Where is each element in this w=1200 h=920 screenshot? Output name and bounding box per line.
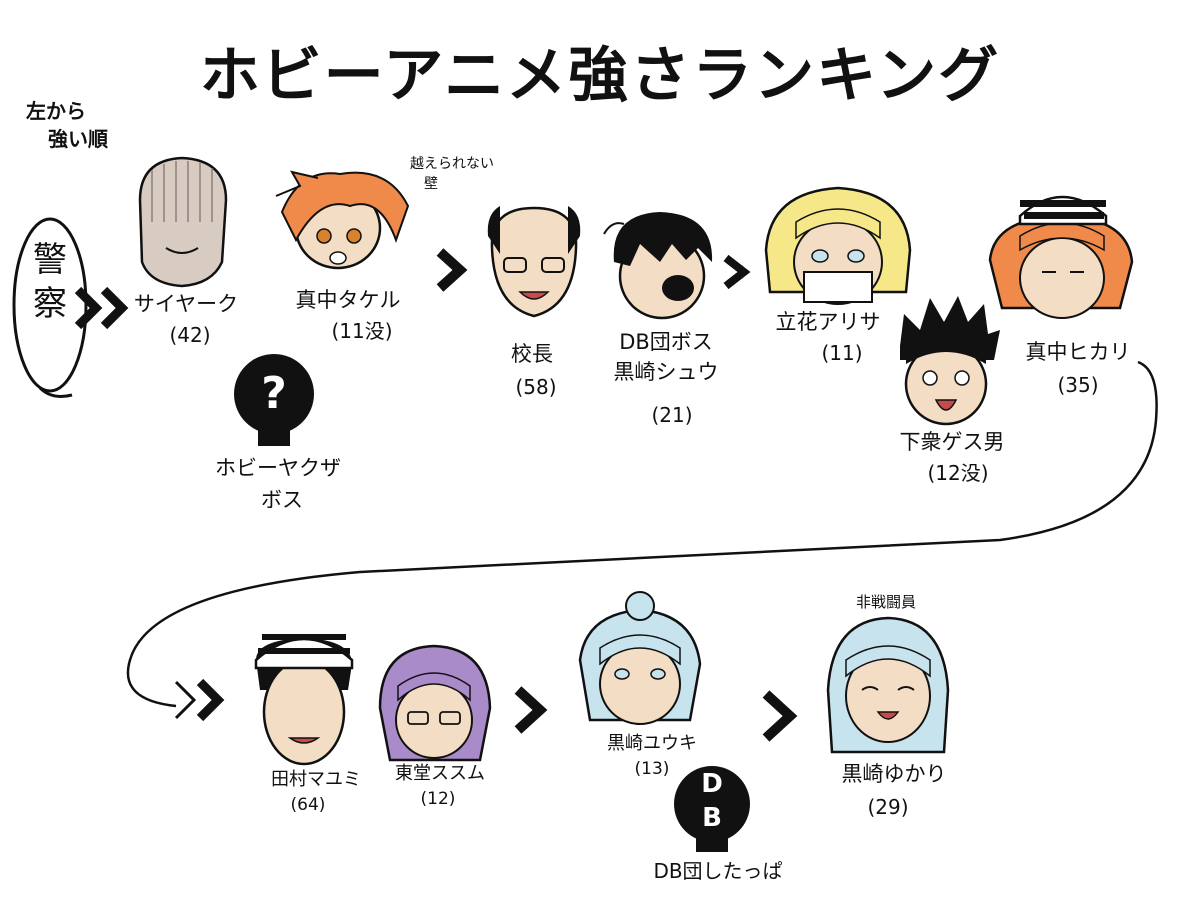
question-mark-icon: ? xyxy=(261,368,287,419)
susumu-name: 東堂ススム xyxy=(395,763,485,784)
hikari-name: 真中ヒカリ xyxy=(1025,340,1131,364)
yukari-tag: 非戦闘員 xyxy=(855,593,917,611)
yakuza-silhouette xyxy=(234,354,314,446)
shu-name: DB団ボス xyxy=(619,330,713,354)
shu-face xyxy=(603,212,713,320)
yuki-age: (13) xyxy=(634,759,670,779)
chevron-4-icon xyxy=(762,690,798,742)
db-badge-icon: D xyxy=(701,769,723,799)
wall-note-line1: 越えられない xyxy=(410,156,494,172)
police-label: 警察 xyxy=(33,240,67,324)
db-badge-icon-b: B xyxy=(702,803,722,833)
arisa-name: 立花アリサ xyxy=(775,310,881,334)
police-bubble-tail xyxy=(38,386,73,398)
yakuza-name: ホビーヤクザ xyxy=(215,456,341,480)
arisa-face xyxy=(764,186,912,305)
takeru-name: 真中タケル xyxy=(295,288,401,312)
shitappa-silhouette xyxy=(674,766,750,852)
arisa-age: (11) xyxy=(821,341,863,365)
yuki-name: 黒崎ユウキ xyxy=(607,733,697,754)
row-connector xyxy=(126,360,1158,708)
chevron-1-icon xyxy=(436,248,468,292)
susumu-age: (12) xyxy=(420,789,456,809)
police-bubble xyxy=(12,217,88,393)
saiyaku-age: (42) xyxy=(169,323,211,347)
yuki-face xyxy=(578,591,702,725)
yukari-name: 黒崎ゆかり xyxy=(841,762,947,786)
gesu-age: (12没) xyxy=(927,461,989,485)
kocho-face xyxy=(487,206,581,318)
double-chevron-row2-icon xyxy=(174,678,225,722)
takeru-face xyxy=(275,170,410,270)
wall-note-line2: 壁 xyxy=(424,176,438,192)
page-title: ホビーアニメ強さランキング xyxy=(199,41,1001,111)
saiyaku-name: サイヤーク xyxy=(133,292,239,316)
chevron-3-icon xyxy=(514,686,548,734)
order-note-line1: 左から xyxy=(26,99,86,123)
hikari-face xyxy=(988,195,1134,319)
gesu-face xyxy=(900,296,1000,426)
shu-age: (21) xyxy=(651,403,693,427)
mayumi-age: (64) xyxy=(290,795,326,815)
shitappa-name: DB団したっぱ xyxy=(653,859,783,883)
yukari-age: (29) xyxy=(867,795,909,819)
susumu-face xyxy=(378,644,492,762)
gesu-name: 下衆ゲス男 xyxy=(899,430,1005,454)
yukari-face xyxy=(826,616,950,754)
kocho-age: (58) xyxy=(515,375,557,399)
shu-name-line2: 黒崎シュウ xyxy=(613,360,719,384)
chevron-2-icon xyxy=(723,254,751,290)
takeru-age: (11没) xyxy=(331,319,393,343)
mayumi-name: 田村マユミ xyxy=(271,769,361,790)
mayumi-face xyxy=(254,634,354,766)
saiyaku-face xyxy=(138,156,228,288)
kocho-name: 校長 xyxy=(511,342,553,366)
yakuza-name-line2: ボス xyxy=(261,488,303,512)
double-chevron-icon xyxy=(74,286,129,330)
hikari-age: (35) xyxy=(1057,373,1099,397)
order-note-line2: 強い順 xyxy=(48,127,108,151)
